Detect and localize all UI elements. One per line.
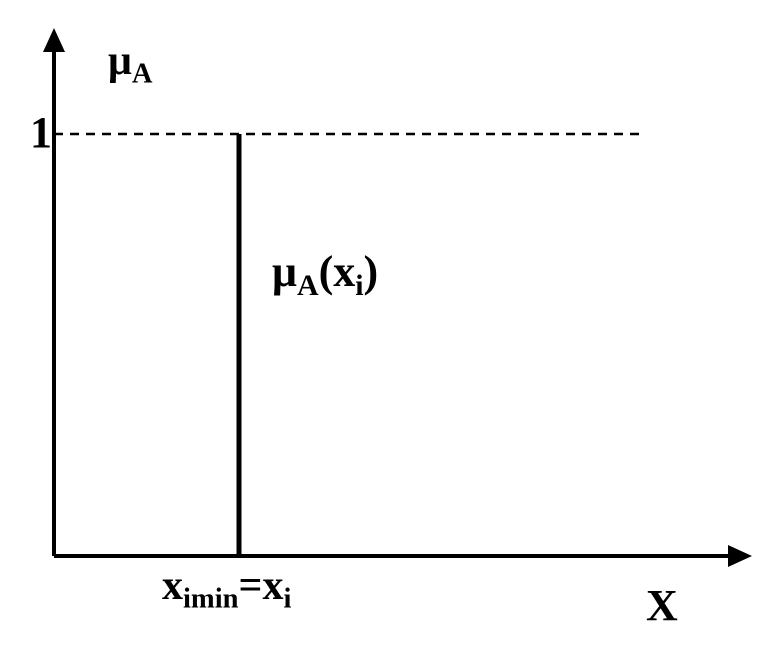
y-axis-label: μA (108, 38, 153, 90)
y-axis-arrowhead (43, 28, 65, 52)
x-axis-label: X (646, 581, 678, 630)
x-tick-label: ximin=xi (162, 563, 292, 615)
spike-annotation: μA(xi) (272, 247, 379, 302)
x-axis-arrowhead (728, 545, 752, 567)
y-tick-label: 1 (30, 108, 52, 157)
